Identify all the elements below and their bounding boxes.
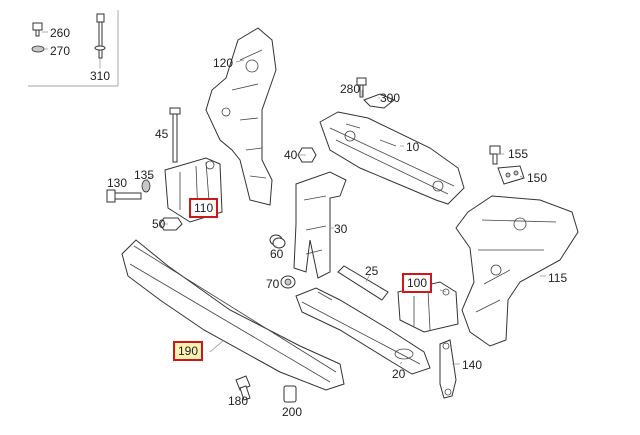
strut-140 — [439, 339, 457, 399]
callout-260[interactable]: 260 — [50, 26, 71, 40]
callout-200[interactable]: 200 — [282, 405, 303, 419]
callout-100[interactable]: 100 — [402, 273, 433, 293]
callout-70[interactable]: 70 — [266, 277, 280, 291]
bolt-130 — [106, 189, 142, 203]
callout-300[interactable]: 300 — [380, 91, 401, 105]
clip-300 — [363, 93, 395, 109]
callout-20[interactable]: 20 — [392, 367, 406, 381]
spacer-200 — [283, 385, 297, 403]
callout-280[interactable]: 280 — [340, 82, 361, 96]
callout-25[interactable]: 25 — [365, 264, 379, 278]
callout-310[interactable]: 310 — [90, 69, 111, 83]
callout-190[interactable]: 190 — [173, 341, 204, 361]
leader-lines — [42, 31, 546, 365]
callout-30[interactable]: 30 — [334, 222, 348, 236]
bumper-beam-190 — [121, 239, 345, 391]
cross-member-10 — [319, 111, 465, 205]
callout-180[interactable]: 180 — [228, 394, 249, 408]
callout-60[interactable]: 60 — [270, 247, 284, 261]
bush-70 — [280, 275, 296, 289]
callout-135[interactable]: 135 — [134, 168, 155, 182]
rod-25 — [337, 265, 389, 301]
bolt-155 — [489, 145, 501, 165]
callout-40[interactable]: 40 — [284, 148, 298, 162]
callout-140[interactable]: 140 — [462, 358, 483, 372]
callout-10[interactable]: 10 — [406, 140, 420, 154]
bolt-45 — [169, 107, 181, 163]
callout-50[interactable]: 50 — [152, 217, 166, 231]
callout-150[interactable]: 150 — [527, 171, 548, 185]
fasteners-150 — [497, 165, 525, 185]
side-member-115 — [455, 195, 579, 347]
support-30 — [293, 171, 347, 279]
callout-270[interactable]: 270 — [50, 44, 71, 58]
fastener-inset — [28, 10, 119, 87]
bracket-120 — [205, 27, 277, 206]
nut-50 — [159, 217, 183, 231]
callout-130[interactable]: 130 — [107, 176, 128, 190]
callout-120[interactable]: 120 — [213, 56, 234, 70]
cross-member-20 — [295, 287, 431, 375]
screw-180 — [235, 375, 251, 401]
mount-100 — [397, 281, 459, 333]
callout-45[interactable]: 45 — [155, 127, 169, 141]
bolt-280 — [356, 77, 367, 98]
callout-110[interactable]: 110 — [189, 198, 219, 218]
callout-155[interactable]: 155 — [508, 147, 529, 161]
callout-115[interactable]: 115 — [548, 271, 568, 285]
